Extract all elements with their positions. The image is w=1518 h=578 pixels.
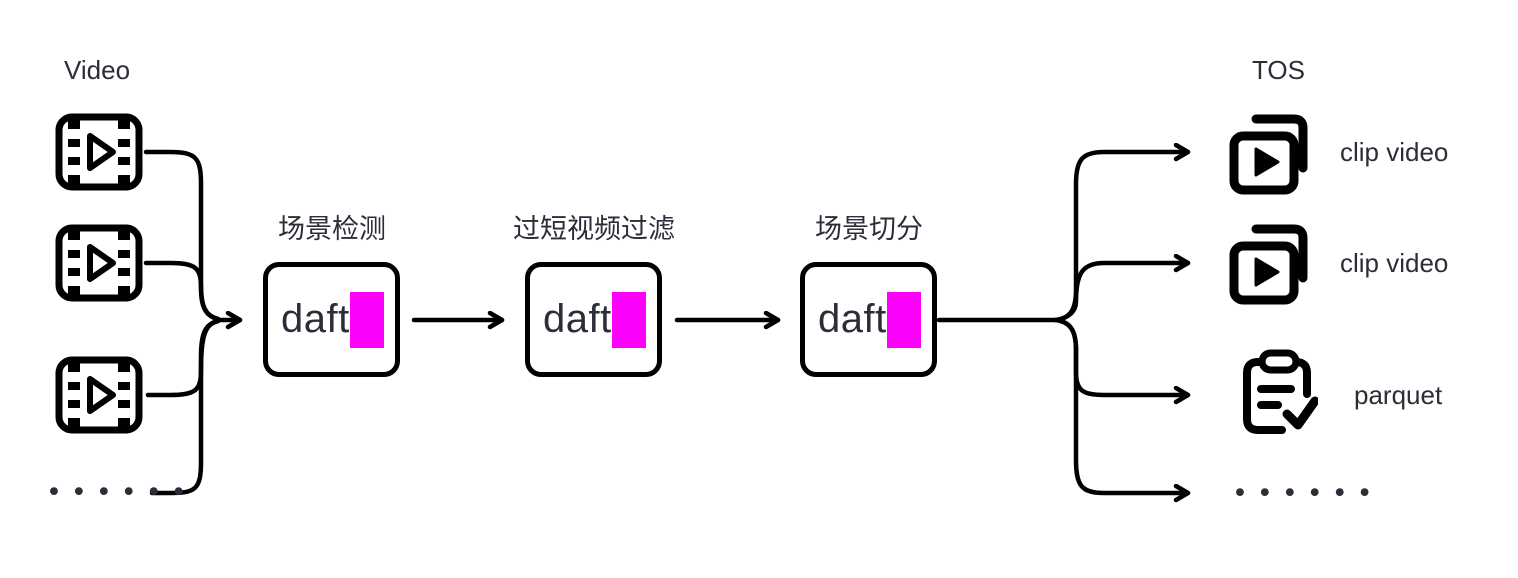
output-label-clip-video-2: clip video bbox=[1340, 248, 1449, 278]
output-label-clip-video-1: clip video bbox=[1340, 137, 1449, 167]
ellipsis-dots: •••••• bbox=[46, 477, 196, 508]
daft-logo-text: daft bbox=[818, 297, 887, 341]
outputs-title: TOS bbox=[1252, 55, 1305, 85]
video-file-icon bbox=[55, 224, 143, 302]
clip-video-icon bbox=[1229, 114, 1308, 195]
daft-logo-mark bbox=[349, 291, 384, 348]
wire-source-4 bbox=[149, 318, 221, 496]
daft-logo-mark bbox=[611, 291, 646, 348]
clip-video-icon bbox=[1229, 224, 1308, 305]
daft-logo-text: daft bbox=[543, 297, 612, 341]
ellipsis-dots: •••••• bbox=[1232, 478, 1382, 509]
stage-1-label: 场景检测 bbox=[278, 214, 386, 244]
video-file-icon bbox=[55, 356, 143, 434]
stage-3-label: 场景切分 bbox=[815, 214, 923, 244]
wire-source-2 bbox=[143, 260, 221, 322]
sources-title: Video bbox=[64, 55, 131, 85]
stage-2-label: 过短视频过滤 bbox=[513, 214, 675, 244]
stage-3-daft-node: daft bbox=[800, 262, 937, 377]
daft-logo-text: daft bbox=[281, 297, 350, 341]
wire-branch-2 bbox=[1053, 263, 1191, 323]
daft-logo-mark bbox=[886, 291, 921, 348]
video-file-icon bbox=[55, 113, 143, 191]
stage-1-daft-node: daft bbox=[263, 262, 400, 377]
stage-2-daft-node: daft bbox=[525, 262, 662, 377]
wire-source-3 bbox=[145, 318, 221, 398]
parquet-file-icon bbox=[1243, 349, 1318, 434]
wire-branch-4 bbox=[1053, 317, 1191, 493]
output-label-parquet: parquet bbox=[1354, 380, 1443, 410]
wire-source-1 bbox=[143, 149, 221, 322]
